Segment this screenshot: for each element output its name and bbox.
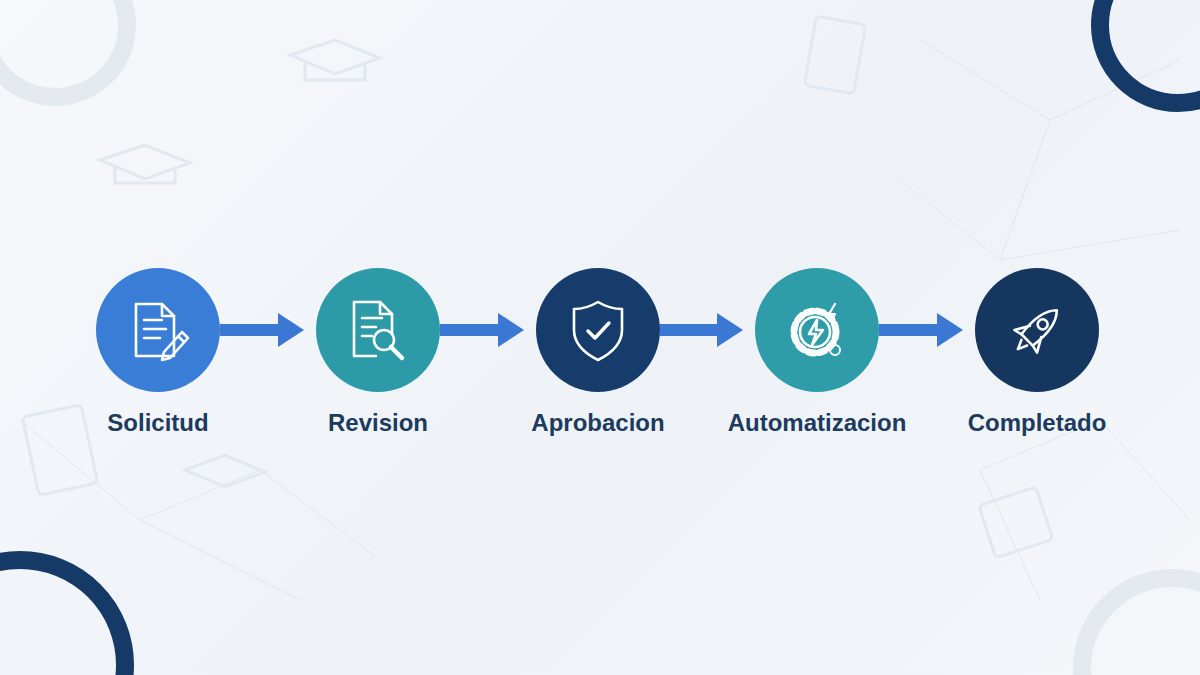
book-watermark [979, 487, 1053, 558]
step-label: Automatizacion [667, 408, 967, 438]
circle-fill [536, 268, 660, 392]
circle-outline [536, 268, 660, 392]
corner-ring [1100, 0, 1200, 103]
gear-bolt-icon [794, 304, 840, 355]
document-search-icon [354, 302, 402, 358]
network-line [900, 40, 1180, 260]
flow-arrow [220, 324, 279, 336]
corner-ring [0, 0, 127, 97]
flow-arrow [879, 324, 938, 336]
cap-watermark [100, 145, 190, 183]
book-watermark [804, 16, 865, 94]
circle-fill [96, 268, 220, 392]
step-circle: Revision [316, 268, 440, 392]
circle-outline [755, 268, 879, 392]
step-circle: Completado [975, 268, 1099, 392]
corner-ring [1082, 578, 1200, 675]
step-circle: Aprobacion [536, 268, 660, 392]
step-label: Completado [887, 408, 1187, 438]
book-watermark [22, 405, 97, 496]
step-circle: Automatizacion [755, 268, 879, 392]
circle-outline [96, 268, 220, 392]
step-label: Solicitud [8, 408, 308, 438]
step-circle: Solicitud [96, 268, 220, 392]
document-pencil-icon [136, 304, 188, 360]
cap-watermark [185, 455, 265, 487]
circle-fill [755, 268, 879, 392]
circle-fill [316, 268, 440, 392]
corner-ring [0, 560, 125, 675]
step-label: Revision [228, 408, 528, 438]
cap-watermark [290, 40, 380, 80]
flow-arrow [440, 324, 499, 336]
flow-arrow [660, 324, 718, 336]
circle-outline [975, 268, 1099, 392]
circle-fill [975, 268, 1099, 392]
circle-outline [316, 268, 440, 392]
rocket-icon [1007, 299, 1069, 361]
step-label: Aprobacion [448, 408, 748, 438]
shield-check-icon [574, 302, 622, 360]
